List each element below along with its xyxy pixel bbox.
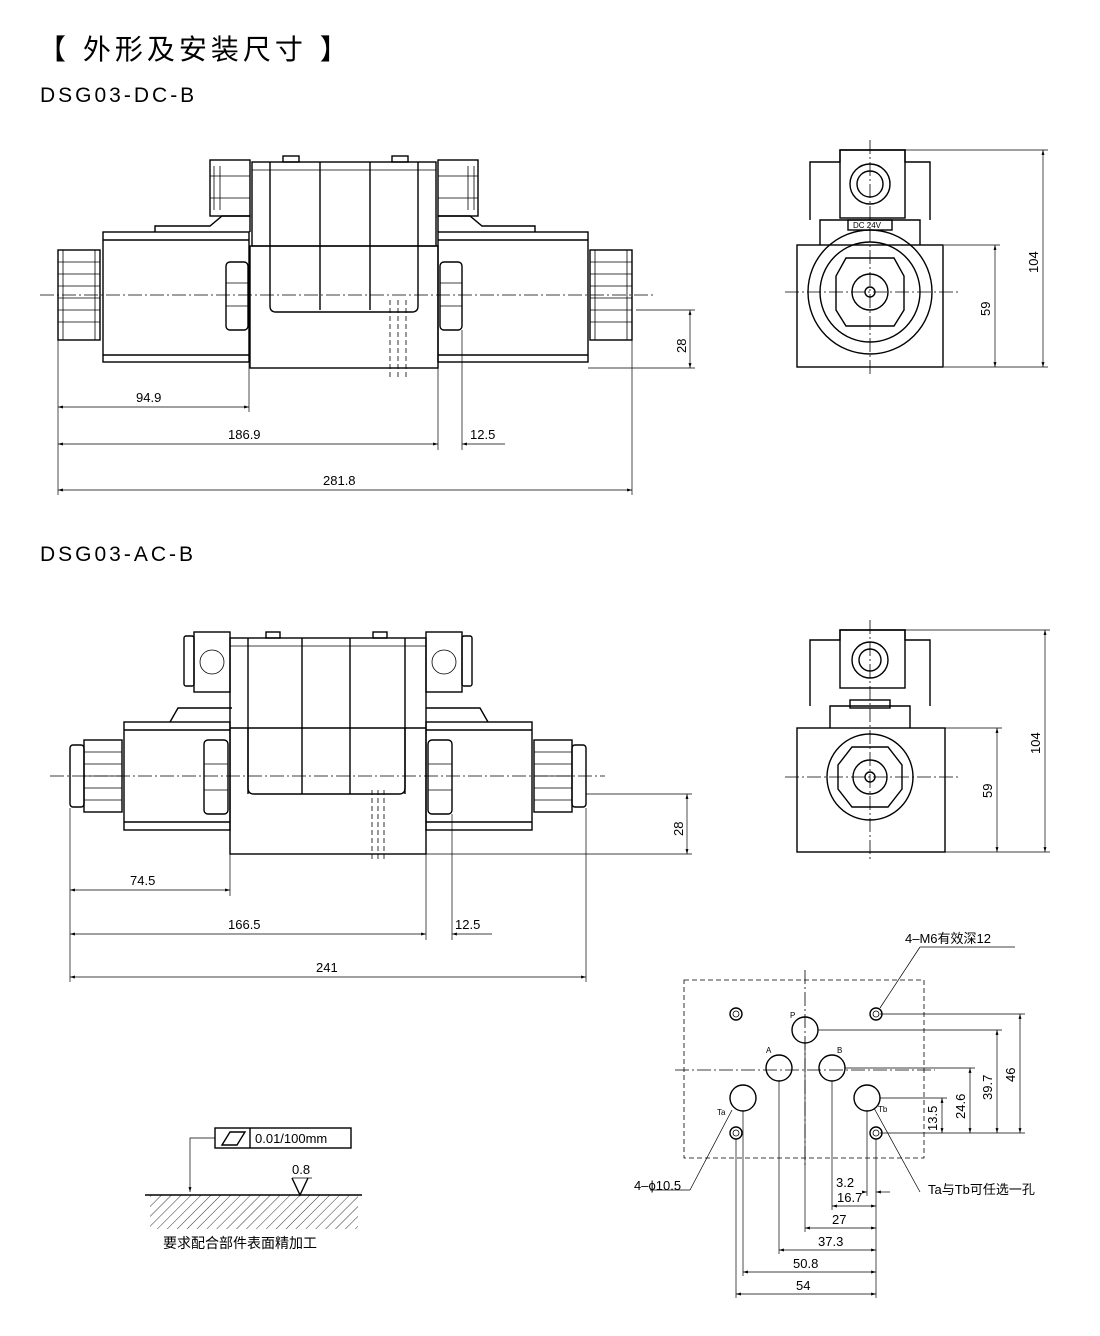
dc-left-solenoid [102,231,250,363]
ac-side-body [796,727,946,853]
dc-left-plug [209,159,251,217]
ac-dim-241: 241 [316,960,338,975]
bolt-hole [729,1126,743,1140]
ac-valve-body [229,637,427,855]
dc-right-solenoid [437,231,589,363]
dc-side-view: DC 24V 59 104 [785,140,1048,375]
port-a [765,1054,793,1082]
ac-side-view: 59 104 [785,620,1050,862]
mounting-outline [683,979,925,1159]
port-label-b: B [837,1046,842,1055]
ac-dim-12-5: 12.5 [455,917,480,932]
dc-coil-label: DC 24V [853,221,882,230]
ac-dim-59: 59 [980,784,995,798]
model-label-dc: DSG03-DC-B [40,84,198,107]
dim-13-5: 13.5 [925,1106,940,1131]
dim-24-6: 24.6 [953,1094,968,1119]
port-label-p: P [790,1011,795,1020]
dim-54: 54 [796,1278,810,1293]
ac-right-plug [425,631,463,693]
port-label-a: A [766,1046,772,1055]
dc-valve-body [249,245,439,369]
dim-50-8: 50.8 [793,1256,818,1271]
port-label-ta: Ta [717,1108,726,1117]
roughness-value: 0.8 [292,1162,310,1177]
dc-dim-59: 59 [978,302,993,316]
ac-dim-166-5: 166.5 [228,917,261,932]
hole-diameter-note: 4–ϕ10.5 [634,1178,681,1193]
ac-dim-74-5: 74.5 [130,873,155,888]
bolt-hole [729,1007,743,1021]
dim-37-3: 37.3 [818,1234,843,1249]
roughness-symbol [291,1177,309,1197]
dim-39-7: 39.7 [980,1075,995,1100]
port-b [818,1054,846,1082]
dc-dim-94-9: 94.9 [136,390,161,405]
dc-dim-104: 104 [1026,251,1041,273]
ac-left-plug [193,631,231,693]
model-label-ac: DSG03-AC-B [40,543,197,566]
dim-16-7: 16.7 [837,1190,862,1205]
port-label-tb: Tb [878,1105,888,1114]
port-option-note: Ta与Tb可任选一孔 [928,1182,1035,1197]
flatness-symbol [220,1131,247,1146]
dim-27: 27 [832,1212,846,1227]
dim-46: 46 [1003,1068,1018,1082]
flatness-tolerance: 0.01/100mm [255,1131,327,1146]
ac-dim-28: 28 [671,822,686,836]
port-ta [729,1084,757,1112]
bolt-thread-note: 4–M6有效深12 [905,931,991,946]
mounting-pattern: P A B Ta Tb 4–M6有效深12 4–ϕ10.5 Ta与Tb可任选一孔… [634,931,1035,1298]
dc-dim-281-8: 281.8 [323,473,356,488]
ac-dim-104: 104 [1028,732,1043,754]
surface-hatch [150,1195,358,1229]
dim-3-2: 3.2 [836,1175,854,1190]
dc-front-view: 94.9 186.9 12.5 281.8 28 [40,155,695,495]
dc-dim-186-9: 186.9 [228,427,261,442]
surface-note: 要求配合部件表面精加工 [163,1235,317,1251]
ac-front-view: 74.5 166.5 12.5 241 28 [50,631,692,982]
port-tb [853,1084,881,1112]
dc-right-plug [437,159,479,217]
dc-dim-28: 28 [674,339,689,353]
dc-dim-12-5: 12.5 [470,427,495,442]
section-heading: 【 外形及安装尺寸 】 [38,33,352,66]
surface-finish-note: 0.01/100mm 0.8 要求配合部件表面精加工 [145,1127,362,1251]
